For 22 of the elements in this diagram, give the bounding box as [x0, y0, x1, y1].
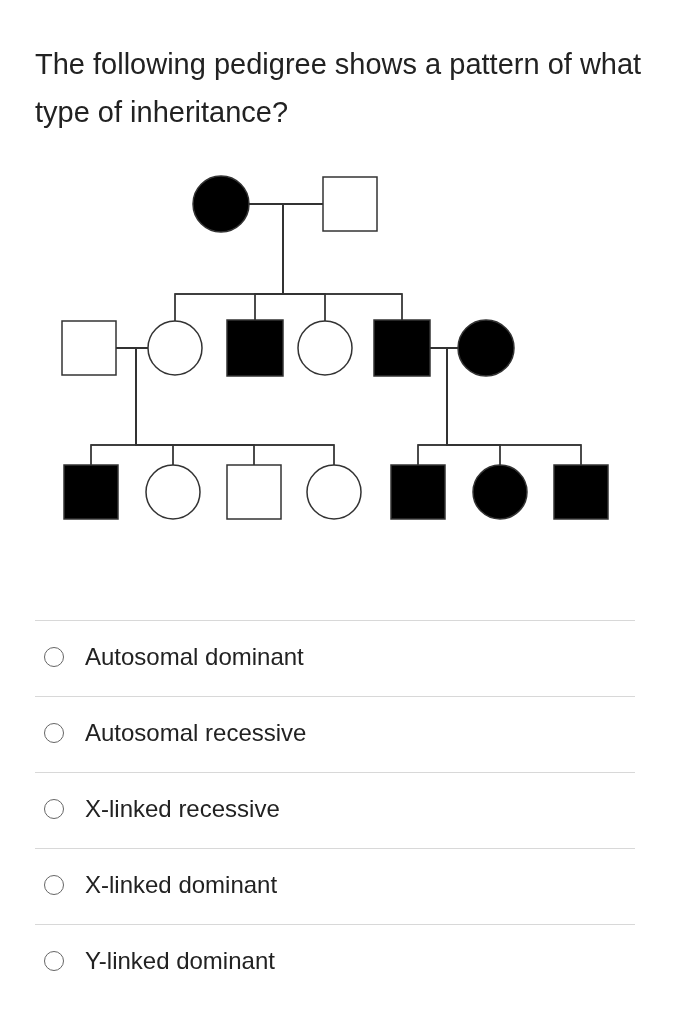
affected-male-symbol [553, 464, 609, 520]
affected-female-symbol [192, 175, 250, 233]
unaffected-male-symbol [322, 176, 378, 232]
unaffected-female-symbol [147, 320, 203, 376]
affected-female-symbol [457, 319, 515, 377]
option-text: X-linked dominant [85, 870, 278, 900]
affected-male-symbol [373, 319, 431, 377]
option-text: X-linked recessive [85, 794, 280, 824]
affected-male-symbol [226, 319, 284, 377]
option-text: Y-linked dominant [85, 946, 275, 976]
affected-female-symbol [472, 464, 528, 520]
unaffected-female-symbol [297, 320, 353, 376]
option-text: Autosomal dominant [85, 642, 304, 672]
option-text: Autosomal recessive [85, 718, 307, 748]
unaffected-female-symbol [145, 464, 201, 520]
unaffected-female-symbol [306, 464, 362, 520]
unaffected-male-symbol [61, 320, 117, 376]
unaffected-male-symbol [226, 464, 282, 520]
affected-male-symbol [390, 464, 446, 520]
question-text: The following pedigree shows a pattern of what type of inheritance? [35, 47, 643, 130]
pedigree-line [282, 203, 403, 321]
affected-male-symbol [63, 464, 119, 520]
